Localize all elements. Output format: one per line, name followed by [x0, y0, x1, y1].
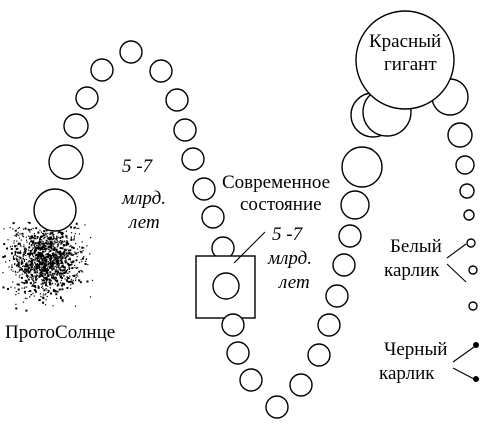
protosun-label: ПротоСолнце — [5, 322, 115, 343]
track-circle — [340, 190, 370, 220]
track-circle — [149, 59, 173, 83]
track-circle — [455, 155, 475, 175]
duration-2-unit2: лет — [278, 272, 310, 293]
track-circle — [181, 147, 205, 171]
present-state-label-line1: Современное — [222, 172, 330, 193]
track-circle — [226, 341, 250, 365]
white-dwarf-pointer — [446, 243, 467, 259]
black-dwarf-label-line1: Черный — [384, 339, 447, 360]
red-giant-circle — [355, 10, 455, 110]
duration-2-unit: млрд. — [267, 248, 312, 269]
present-pointer-line — [233, 231, 266, 264]
track-circle — [447, 122, 473, 148]
track-circle — [165, 88, 189, 112]
duration-2-value: 5 -7 — [272, 224, 304, 245]
black-dwarf-dot — [473, 342, 479, 348]
track-circle — [192, 177, 216, 201]
track-circle — [332, 253, 356, 277]
track-circle — [90, 58, 114, 82]
white-dwarf-pointer — [446, 263, 467, 283]
track-circle — [307, 343, 331, 367]
white-dwarf-circle — [468, 265, 478, 275]
track-circle — [317, 313, 341, 337]
track-circle — [239, 368, 263, 392]
present-state-label-line2: состояние — [240, 194, 322, 215]
black-dwarf-label-line2: карлик — [379, 363, 435, 384]
present-sun-circle — [212, 272, 240, 300]
track-circle — [325, 284, 349, 308]
white-dwarf-label-line1: Белый — [390, 236, 442, 257]
track-circle — [48, 144, 84, 180]
white-dwarf-circle — [466, 238, 476, 248]
red-giant-label-line1: Красный — [369, 31, 441, 52]
black-dwarf-dot — [473, 376, 479, 382]
duration-1-unit: млрд. — [121, 188, 166, 209]
red-giant-label-line2: гигант — [384, 54, 437, 75]
track-circle — [265, 395, 289, 419]
track-circle — [201, 205, 225, 229]
black-dwarf-pointer — [452, 367, 475, 380]
protosun-cloud — [2, 203, 94, 312]
pointer-lines — [233, 231, 475, 380]
track-circle — [341, 146, 383, 188]
track-circle — [459, 183, 475, 199]
track-circle — [463, 209, 475, 221]
track-circle — [173, 118, 197, 142]
duration-1-unit2: лет — [128, 212, 160, 233]
black-dwarf-pointer — [452, 346, 475, 363]
track-circle — [63, 113, 89, 139]
duration-1-value: 5 -7 — [122, 156, 154, 177]
white-dwarf-circle — [468, 301, 478, 311]
track-circle — [221, 313, 245, 337]
evolution-track — [33, 10, 479, 419]
track-circle — [338, 224, 362, 248]
track-circle — [289, 373, 313, 397]
white-dwarf-label-line2: карлик — [384, 260, 440, 281]
track-circle — [119, 40, 143, 64]
track-circle — [33, 188, 77, 232]
track-circle — [75, 86, 99, 110]
